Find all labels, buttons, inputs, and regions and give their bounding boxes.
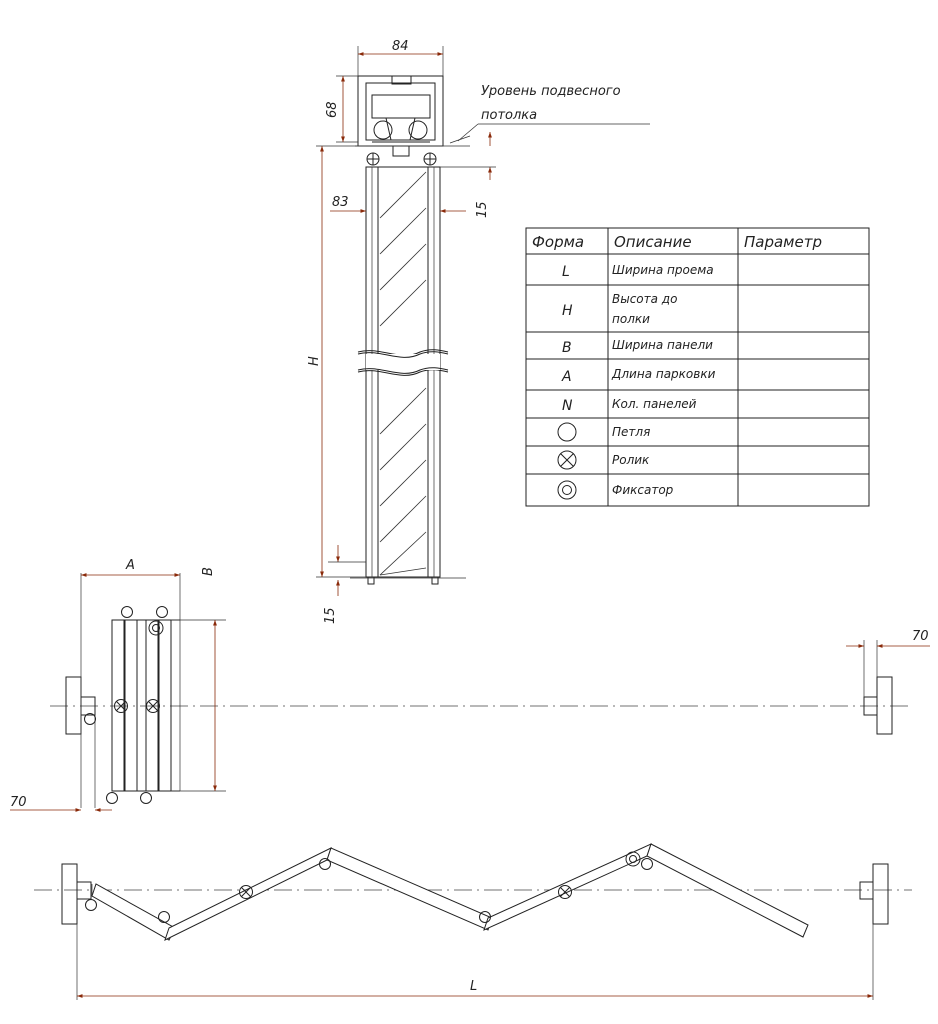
dim-panel-width: B [201, 567, 216, 576]
vertical-section: 84 68 15 83 H 15 Уровень подвесного пот [307, 39, 650, 624]
dim-right-offset: 70 [912, 629, 929, 644]
table-header-form: Форма [532, 233, 584, 251]
table-row-desc-A: Длина парковки [611, 367, 716, 381]
table-row-desc-H-line1: Высота до [612, 292, 677, 306]
table-row-form-A: A [561, 369, 572, 385]
table-row-desc-B: Ширина панели [612, 338, 713, 352]
plan-folding-position: L [34, 843, 912, 1000]
table-row-form-H: H [562, 303, 573, 319]
plan-parked-position: A B 70 70 [10, 558, 930, 812]
table-row-desc-N: Кол. панелей [612, 397, 697, 411]
table-row-desc-roller: Ролик [612, 453, 650, 467]
latch-symbol-icon [557, 480, 577, 500]
dim-left-offset: 70 [10, 795, 27, 810]
table-row-form-N: N [562, 398, 573, 414]
dim-height: H [307, 356, 322, 366]
dim-gap-top: 15 [475, 201, 490, 218]
table-header-description: Описание [614, 233, 692, 251]
ceiling-note-line2: потолка [481, 108, 537, 123]
table-row-desc-latch: Фиксатор [612, 483, 674, 497]
panel-body [350, 166, 466, 585]
section-dimensions: 84 68 15 83 H 15 [307, 39, 496, 624]
dim-top-width: 84 [392, 39, 409, 54]
top-rail-profile [355, 75, 471, 166]
dim-panel-thickness: 83 [332, 195, 349, 210]
table-header-parameter: Параметр [744, 233, 822, 251]
dim-gap-bottom: 15 [323, 607, 338, 624]
table-row-desc-hinge: Петля [612, 425, 650, 439]
table-row-desc-L: Ширина проема [612, 263, 714, 277]
legend-table: Форма Описание Параметр L Ширина проема … [525, 227, 870, 507]
dim-parking-length: A [125, 558, 135, 573]
hinge-symbol-icon [557, 422, 577, 442]
table-row-form-B: B [562, 340, 572, 356]
dim-opening-width: L [470, 979, 477, 994]
dim-top-height: 68 [325, 101, 340, 118]
table-row-desc-H-line2: полки [612, 312, 650, 326]
ceiling-level-note: Уровень подвесного потолка [457, 84, 650, 142]
roller-symbol-icon [557, 450, 577, 470]
ceiling-note-line1: Уровень подвесного [481, 84, 621, 99]
table-row-form-L: L [562, 264, 570, 280]
